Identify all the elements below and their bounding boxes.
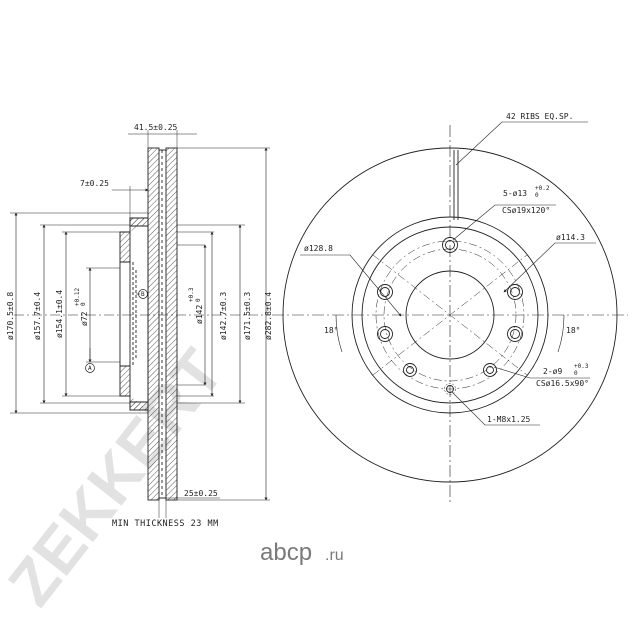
dim-d157: ø157.7±0.4 [33,292,42,340]
pin-hole [483,363,497,377]
angle-right-label: 18° [566,326,580,335]
angle-arc-right [557,314,565,353]
friction-plate-outer [147,147,160,501]
bolt-hole [507,326,523,342]
front-view-labels: 42 RIBS EQ.SP. 5-ø13 +0.2 0 CSø19x120° ø… [304,112,589,424]
pin-holes-label: 2-ø9 [543,367,562,376]
pcd-inner-circle [383,248,517,382]
pin-holes-tol-lower: 0 [574,370,578,377]
dim-d72-tol-lower: 0 [80,302,87,306]
bolt-holes-tol-lower: 0 [535,192,539,199]
datum-b-marker [138,289,148,299]
pcd-outer-leader [300,254,402,317]
side-view-labels: 41.5±0.25 7±0.25 25±0.25 ø170.5±0.8 ø157… [6,123,273,529]
angle-arc-left [335,314,343,353]
bolt-hole [377,284,393,300]
dim-d72: ø72 [80,311,89,326]
brand-logo: abcp .ru [260,539,344,566]
pcd-inner-leader [503,242,596,293]
pin-cs-label: CSø16.5x90° [536,379,589,388]
angle-left-label: 18° [324,326,338,335]
dim-overall-width: 41.5±0.25 [134,123,178,132]
friction-plate-inner [165,147,178,501]
bolt-hole [507,284,523,300]
bolt-holes-tol: +0.2 [535,185,550,192]
ribs-label: 42 RIBS EQ.SP. [506,112,573,121]
dim-d154: ø154.1±0.4 [55,290,64,338]
watermark: ZEKKERT [0,336,237,618]
datum-a-marker [85,363,95,373]
datum-b-label: B [141,291,145,298]
bolt-hole [442,237,458,253]
watermark-text: ZEKKERT [0,336,237,618]
pin-hole [403,363,417,377]
pin-holes-tol: +0.3 [574,363,589,370]
dim-vent-width: 25±0.25 [184,489,218,498]
threaded-hole [446,385,454,393]
bolt-cs-label: CSø19x120° [502,206,550,215]
bolt-holes-label: 5-ø13 [503,189,527,198]
bolt-hole [377,326,393,342]
pcd-outer-label: ø128.8 [304,244,333,253]
thread-label: 1-M8x1.25 [487,415,531,424]
side-section-view [10,130,270,518]
dim-d142a: ø142 [195,305,204,324]
dim-d142a-tol: +0.3 [188,287,195,302]
datum-a-label: A [88,365,92,372]
dim-d142a-tol-lower: 0 [195,298,202,302]
bolt-holes-leader [452,204,556,241]
pin-holes-leader [493,366,590,379]
dim-d72-tol: +0.12 [74,288,81,306]
thread-leader [451,391,540,426]
dim-d171: ø171.5±0.3 [243,292,252,340]
pcd-inner-label: ø114.3 [556,233,585,242]
dim-hat-width: 7±0.25 [80,179,109,188]
dim-d170: ø170.5±0.8 [6,292,15,340]
brand-text: abcp [260,539,312,566]
ribs-leader [455,121,588,166]
min-thickness-note: MIN THICKNESS 23 MM [112,519,219,529]
pcd-outer-circle [375,240,525,390]
brand-suffix: .ru [325,547,344,564]
front-view [272,121,628,505]
dim-d282: ø282.8±0.4 [264,292,273,340]
dim-d142b: ø142.7±0.3 [219,292,228,340]
